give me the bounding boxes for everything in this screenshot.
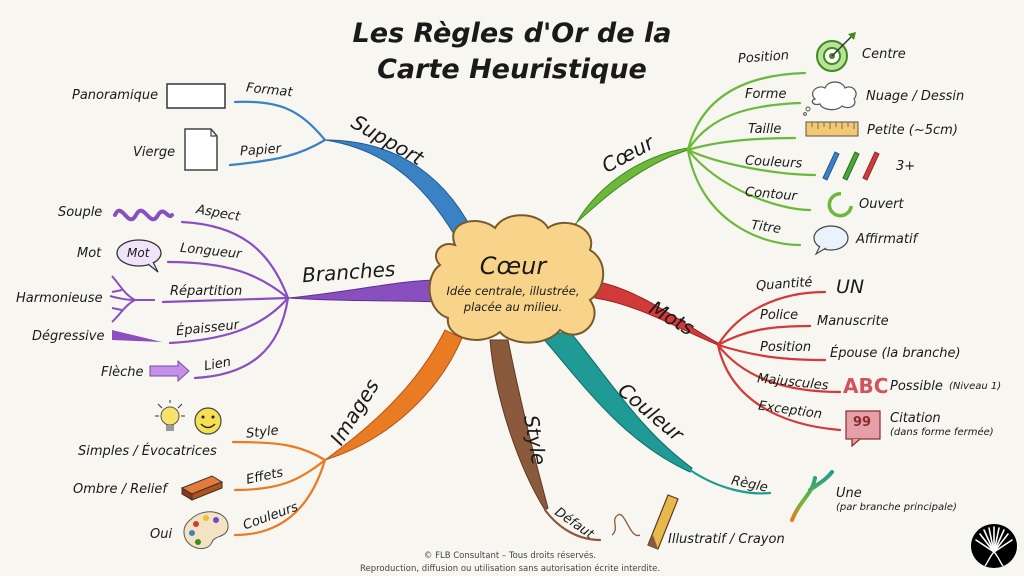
arrow-icon [149, 359, 190, 383]
main-branch-style [489, 339, 549, 511]
couleur-regle-note: (par branche principale) [836, 502, 957, 513]
main-branch-images [324, 329, 463, 461]
mots-quantite-value: UN [836, 276, 865, 298]
mots-majuscules-note: (Niveau 1) [949, 381, 1002, 392]
coeur-taille-label: Taille [748, 122, 782, 137]
central-idea-description-1: Idée centrale, illustrée, [446, 284, 580, 298]
speech-bubble-icon [813, 225, 849, 256]
images-couleurs-value: Oui [150, 527, 173, 542]
coeur-titre-value: Affirmatif [856, 232, 918, 247]
mots-position-label: Position [760, 340, 812, 355]
speech-bubble-icon [116, 239, 162, 273]
central-idea: Cœur Idée centrale, illustrée, placée au… [428, 252, 598, 315]
landscape-rectangle-icon [166, 83, 226, 109]
mots-police-label: Police [760, 308, 799, 323]
target-icon [816, 32, 856, 72]
images-style-label: Style [245, 423, 280, 442]
main-branch-couleur [538, 331, 693, 473]
branches-epaisseur-value: Dégressive [32, 329, 105, 344]
crayon-icon [611, 494, 679, 550]
fan-tree-logo-icon [971, 524, 1017, 568]
coeur-couleurs-value: 3+ [896, 159, 916, 174]
support-papier-value: Vierge [133, 145, 176, 160]
branches-lien-value: Flèche [101, 365, 144, 380]
smiley-icon [194, 407, 222, 435]
images-style-value: Simples / Évocatrices [78, 444, 217, 459]
lightbulb-icon [155, 400, 185, 431]
copyright-notice: Reproduction, diffusion ou utilisation s… [359, 564, 661, 574]
central-idea-title: Cœur [479, 252, 547, 280]
quote-bubble-icon [845, 410, 881, 448]
coeur-forme-value: Nuage / Dessin [866, 89, 965, 104]
central-cloud [428, 214, 605, 344]
3d-block-icon [180, 475, 224, 501]
colored-pencils-icon [822, 151, 880, 181]
copyright-line: © FLB Consultant – Tous droits réservés. [423, 551, 597, 561]
images-effets-value: Ombre / Relief [73, 482, 167, 497]
wavy-line-icon [113, 208, 174, 222]
coeur-position-label: Position [737, 48, 790, 67]
branching-icon [109, 275, 155, 323]
open-circle-icon [827, 191, 854, 218]
mots-police-value: Manuscrite [817, 314, 889, 329]
mots-quantite-label: Quantité [755, 275, 813, 294]
coeur-contour-value: Ouvert [859, 197, 904, 212]
branches-repartition-label: Répartition [170, 284, 243, 299]
cloud-icon [803, 81, 857, 116]
coeur-position-value: Centre [862, 47, 906, 62]
gradient-branch-icon [790, 470, 834, 522]
quote-bubble-text: 99 [853, 415, 872, 430]
sub-branches [161, 71, 842, 542]
coeur-titre-label: Titre [750, 217, 782, 238]
branches-repartition-value: Harmonieuse [16, 291, 103, 306]
mots-exception-note: (dans forme fermée) [890, 427, 994, 438]
branch-label-branches: Branches [301, 256, 397, 288]
palette-icon [183, 511, 229, 549]
coeur-couleurs-label: Couleurs [744, 153, 803, 172]
coeur-forme-label: Forme [745, 87, 787, 102]
abc-icon: ABC [843, 374, 889, 398]
support-format-value: Panoramique [72, 88, 159, 103]
tapered-line-icon [112, 330, 162, 342]
page-title-line1: Les Règles d'Or de la [352, 18, 672, 49]
mots-position-value: Épouse (la branche) [830, 346, 961, 361]
branches-aspect-value: Souple [58, 205, 103, 220]
page-title-line2: Carte Heuristique [377, 54, 647, 85]
blank-page-icon [184, 128, 218, 171]
central-idea-description-2: placée au milieu. [463, 299, 563, 314]
style-defaut-value: Illustratif / Crayon [668, 532, 785, 547]
branches-longueur-value: Mot [77, 246, 102, 261]
coeur-taille-value: Petite (~5cm) [867, 123, 958, 138]
ruler-icon [805, 121, 859, 137]
mots-exception-value: Citation [890, 411, 941, 426]
support-papier-label: Papier [239, 141, 282, 160]
speech-bubble-text: Mot [127, 246, 150, 260]
couleur-regle-value: Une [836, 486, 862, 501]
mots-majuscules-value: Possible [890, 379, 943, 394]
